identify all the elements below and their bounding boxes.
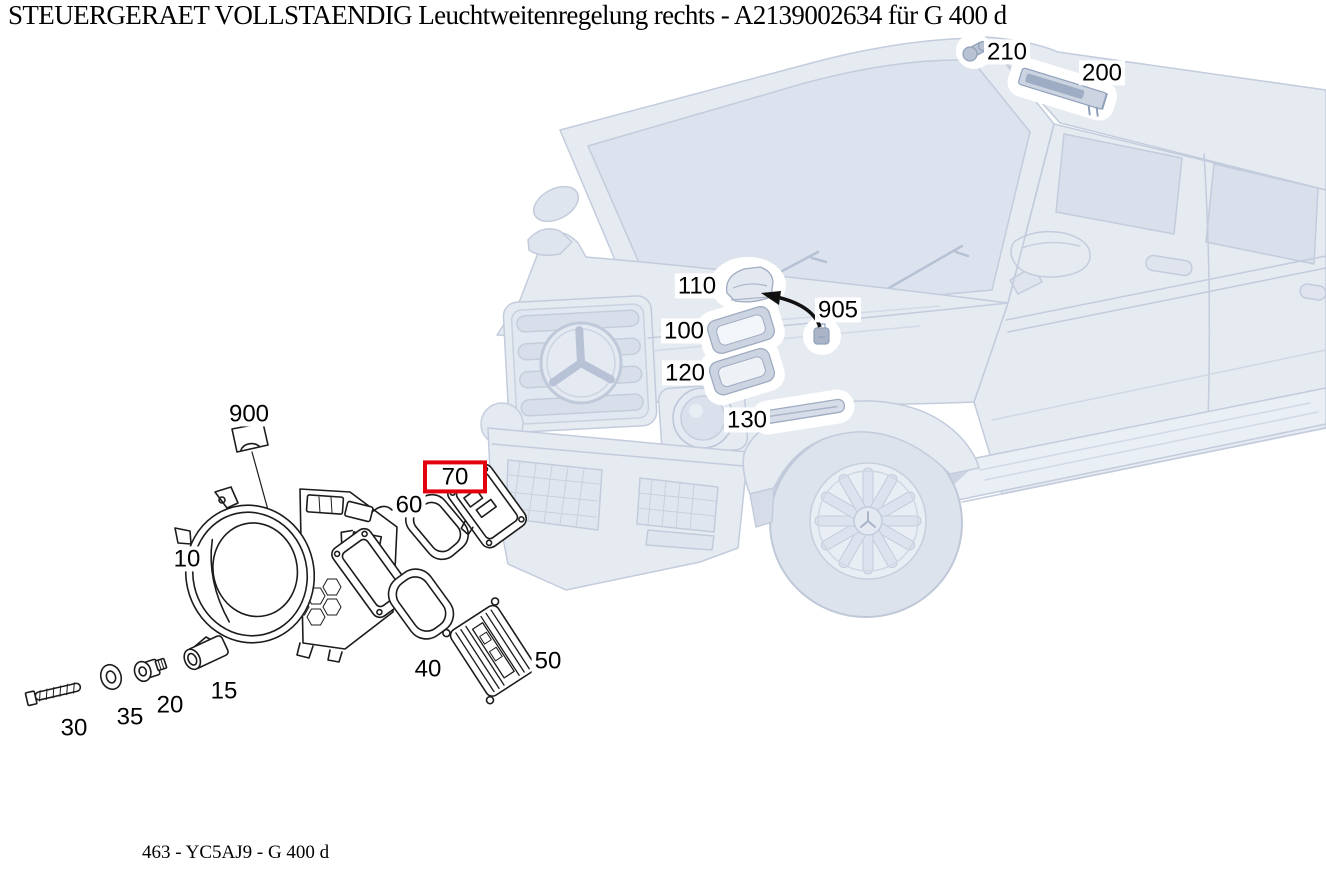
callout-200[interactable]: 200	[1078, 60, 1126, 86]
part-10-headlamp[interactable]	[172, 486, 415, 663]
page-title: STEUERGERAET VOLLSTAENDIG Leuchtweitenre…	[8, 0, 1007, 30]
part-210-screw[interactable]	[962, 40, 989, 62]
part-50-module[interactable]	[442, 597, 544, 705]
callout-40[interactable]: 40	[411, 656, 445, 682]
callout-50[interactable]: 50	[531, 648, 565, 674]
callout-30[interactable]: 30	[57, 715, 91, 741]
exploded-view	[24, 422, 544, 707]
callout-130[interactable]: 130	[723, 407, 771, 433]
callout-210[interactable]: 210	[983, 39, 1031, 65]
callout-35[interactable]: 35	[113, 704, 147, 730]
part-900-cap[interactable]	[231, 422, 269, 511]
part-35-washer[interactable]	[98, 662, 125, 692]
callout-110[interactable]: 110	[674, 273, 720, 299]
callout-905[interactable]: 905	[814, 297, 862, 323]
part-905-clip[interactable]	[813, 323, 830, 345]
callout-100[interactable]: 100	[660, 318, 708, 344]
part-120-seal-frame[interactable]	[707, 346, 776, 397]
part-20-stud[interactable]	[132, 654, 169, 683]
footer-caption: 463 - YC5AJ9 - G 400 d	[142, 842, 330, 863]
vehicle-highlight-parts	[697, 33, 1118, 435]
callout-15[interactable]: 15	[207, 678, 241, 704]
callout-10[interactable]: 10	[170, 546, 204, 572]
callout-20[interactable]: 20	[153, 692, 187, 718]
callout-70-selected[interactable]: 70	[423, 460, 487, 494]
front-wheel	[769, 428, 963, 618]
callout-120[interactable]: 120	[661, 360, 709, 386]
callout-900[interactable]: 900	[225, 401, 273, 427]
part-100-seal-frame[interactable]	[705, 304, 776, 355]
grille	[502, 295, 658, 433]
callout-60[interactable]: 60	[392, 492, 426, 518]
part-15-sleeve[interactable]	[181, 635, 229, 672]
part-200-roof-lamp[interactable]	[1015, 67, 1108, 119]
part-40-gasket[interactable]	[381, 562, 461, 647]
vehicle-ghost	[480, 36, 1326, 618]
pointer-arrow-905	[761, 291, 822, 328]
part-30-screw[interactable]	[24, 681, 82, 707]
